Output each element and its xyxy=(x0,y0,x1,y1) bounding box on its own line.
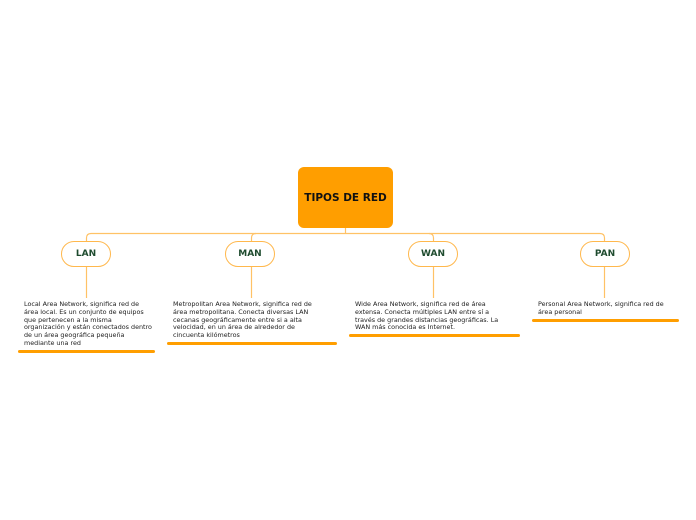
man-underline xyxy=(167,342,337,345)
node-wan[interactable]: WAN xyxy=(408,241,458,267)
lan-description[interactable]: Local Area Network, significa red de áre… xyxy=(24,300,152,347)
node-lan[interactable]: LAN xyxy=(61,241,111,267)
pan-underline xyxy=(532,319,679,322)
node-wan-label: WAN xyxy=(420,249,446,259)
node-lan-label: LAN xyxy=(75,249,97,259)
wan-description[interactable]: Wide Area Network, significa red de área… xyxy=(355,300,499,332)
lan-underline xyxy=(18,350,155,353)
node-pan-label: PAN xyxy=(594,249,616,259)
root-node-tipos-de-red[interactable]: TIPOS DE RED xyxy=(298,167,393,228)
node-man[interactable]: MAN xyxy=(225,241,275,267)
node-pan[interactable]: PAN xyxy=(580,241,630,267)
man-description[interactable]: Metropolitan Area Network, significa red… xyxy=(173,300,312,340)
node-man-label: MAN xyxy=(238,249,262,259)
pan-description[interactable]: Personal Area Network, significa red de … xyxy=(538,300,664,316)
root-node-label: TIPOS DE RED xyxy=(304,191,387,204)
wan-underline xyxy=(349,334,520,337)
